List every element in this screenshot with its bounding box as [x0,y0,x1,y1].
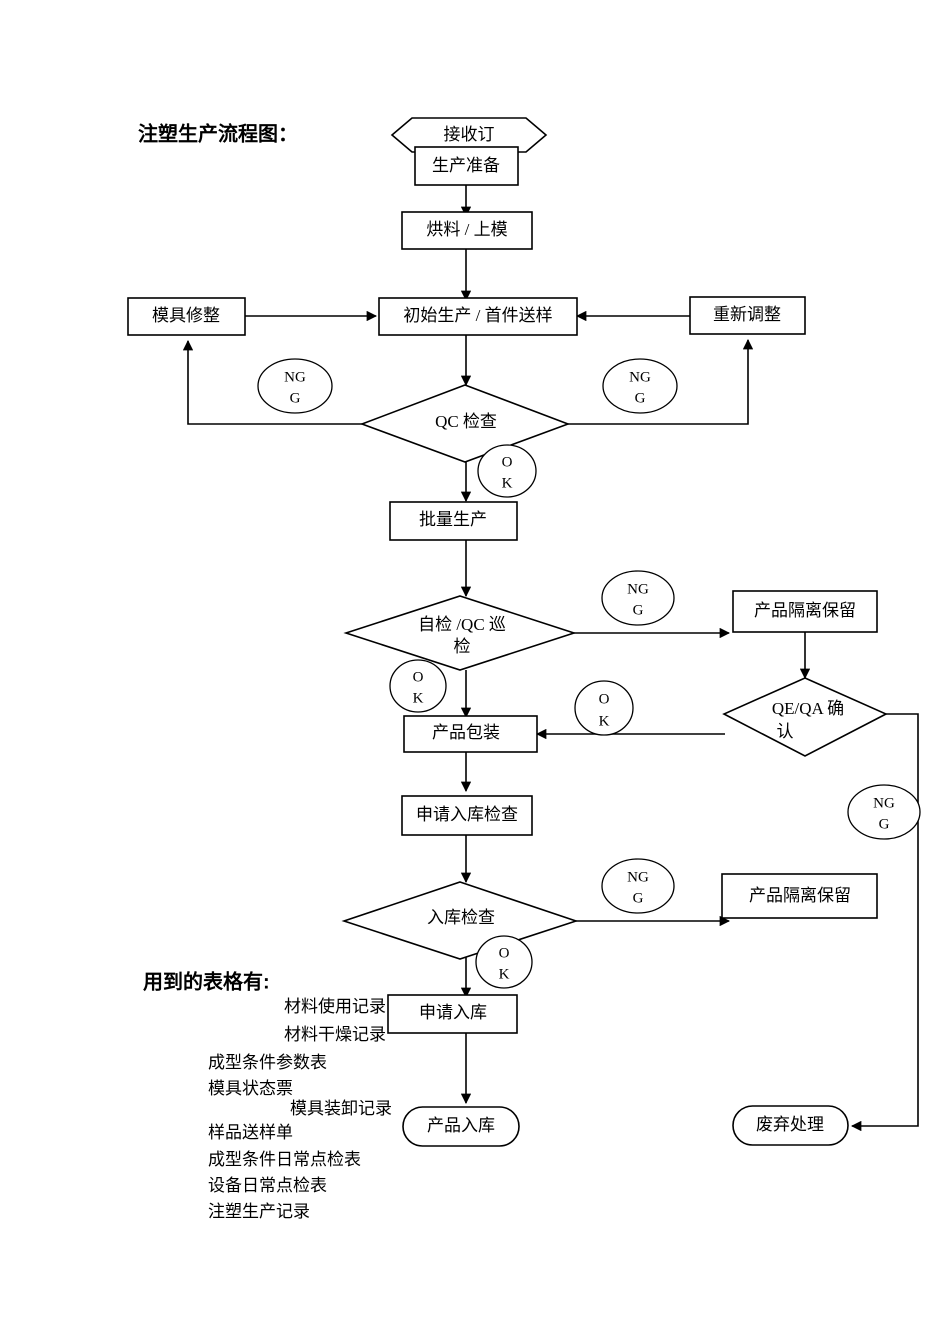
forms-list-item: 注塑生产记录 [208,1202,310,1221]
badge-ng-top-label: NG [284,369,306,385]
badge-ok-top-label: O [502,454,513,470]
badge-ng-qc-right: NG G [602,358,678,414]
node-apply-warehouse-check[interactable]: 申请入库检查 [401,795,533,836]
node-apply-warehouse[interactable]: 申请入库 [387,994,518,1034]
badge-ng-warehousecheck: NG G [601,858,675,914]
forms-list-item: 设备日常点检表 [208,1176,327,1195]
node-mass-production-label: 批量生产 [419,510,487,529]
forms-list: 材料使用记录 材料干燥记录 成型条件参数表 模具状态票 模具装卸记录 样品送样单… [208,996,392,1221]
connector-qc-ng-to-moldrepair [182,339,362,425]
forms-list-item: 材料使用记录 [284,996,386,1016]
node-qe-qa-confirm-label-1: QE/QA 确 [772,699,844,718]
connector-qeqa-ng-to-scrap [850,713,919,1132]
node-apply-warehouse-label: 申请入库 [419,1003,487,1022]
forms-list-item: 材料干燥记录 [284,1025,386,1044]
badge-ng-bottom-label: G [633,890,644,906]
node-product-warehoused[interactable]: 产品入库 [402,1106,520,1147]
badge-ok-top-label: O [599,691,610,707]
node-scrap-disposal-label: 废弃处理 [756,1115,824,1134]
node-qc-check[interactable]: QC 检查 [359,384,571,463]
node-readjust-label: 重新调整 [713,305,781,324]
node-product-isolation-hold-1[interactable]: 产品隔离保留 [732,590,878,633]
node-product-warehoused-label: 产品入库 [427,1116,495,1135]
forms-list-item: 成型条件参数表 [208,1053,327,1072]
node-product-isolation-hold-2-label: 产品隔离保留 [749,886,851,905]
node-mold-repair[interactable]: 模具修整 [127,297,246,336]
badge-ng-bottom-label: G [879,816,890,832]
node-drying-mounting[interactable]: 烘料 / 上模 [401,211,533,250]
node-mass-production[interactable]: 批量生产 [389,501,518,541]
connector-qc-ng-to-readjust [568,338,754,425]
badge-ng-bottom-label: G [290,390,301,406]
node-self-qc-patrol-label-2: 检 [454,637,471,656]
badge-ok-top-label: O [413,669,424,685]
badge-ok-bottom-label: K [413,690,424,706]
node-product-isolation-hold-1-label: 产品隔离保留 [754,601,856,620]
node-initial-production[interactable]: 初始生产 / 首件送样 [378,297,578,336]
node-qc-check-label: QC 检查 [435,412,497,431]
forms-list-item: 模具装卸记录 [290,1099,392,1118]
badge-ok-selfqc: O K [389,659,447,713]
node-self-qc-patrol[interactable]: 自检 /QC 巡 检 [343,595,577,671]
badge-ng-top-label: NG [629,369,651,385]
node-self-qc-patrol-label-1: 自检 /QC 巡 [418,615,506,634]
forms-list-item: 样品送样单 [208,1123,293,1142]
node-warehouse-check[interactable]: 入库检查 [341,881,579,960]
node-receive-order[interactable]: 接收订 [390,117,548,153]
node-product-isolation-hold-2[interactable]: 产品隔离保留 [721,873,878,919]
badge-ng-top-label: NG [873,795,895,811]
badge-ng-bottom-label: G [635,390,646,406]
badge-ng-top-label: NG [627,581,649,597]
node-readjust[interactable]: 重新调整 [689,296,806,335]
badge-ng-qeqa-scrap: NG G [847,784,921,840]
forms-list-item: 模具状态票 [208,1079,293,1098]
badge-ok-bottom-label: K [499,966,510,982]
node-production-prep[interactable]: 生产准备 [414,146,519,186]
badge-ok-bottom-label: K [599,713,610,729]
badge-ok-qc: O K [477,444,537,498]
badge-ng-qc-left: NG G [257,358,333,414]
badge-ok-top-label: O [499,945,510,961]
node-warehouse-check-label: 入库检查 [427,908,495,927]
badge-ng-top-label: NG [627,869,649,885]
forms-heading: 用到的表格有: [143,969,270,993]
node-scrap-disposal[interactable]: 废弃处理 [732,1105,849,1146]
page-title: 注塑生产流程图： [138,121,298,145]
node-qe-qa-confirm-label-2: 认 [777,722,794,741]
node-mold-repair-label: 模具修整 [152,306,220,325]
badge-ng-bottom-label: G [633,602,644,618]
badge-ok-qeqa: O K [574,680,634,736]
badge-ok-warehousecheck: O K [475,935,533,989]
forms-list-item: 成型条件日常点检表 [208,1150,361,1169]
node-product-packaging[interactable]: 产品包装 [403,715,538,753]
badge-ok-bottom-label: K [502,475,513,491]
badge-ng-selfqc: NG G [601,570,675,626]
node-initial-production-label: 初始生产 / 首件送样 [403,306,552,325]
node-qe-qa-confirm[interactable]: QE/QA 确 认 [722,677,888,757]
node-product-packaging-label: 产品包装 [432,723,500,742]
node-receive-order-label: 接收订 [444,125,495,144]
node-production-prep-label: 生产准备 [432,156,500,175]
node-apply-warehouse-check-label: 申请入库检查 [416,805,518,824]
node-drying-mounting-label: 烘料 / 上模 [426,220,507,239]
